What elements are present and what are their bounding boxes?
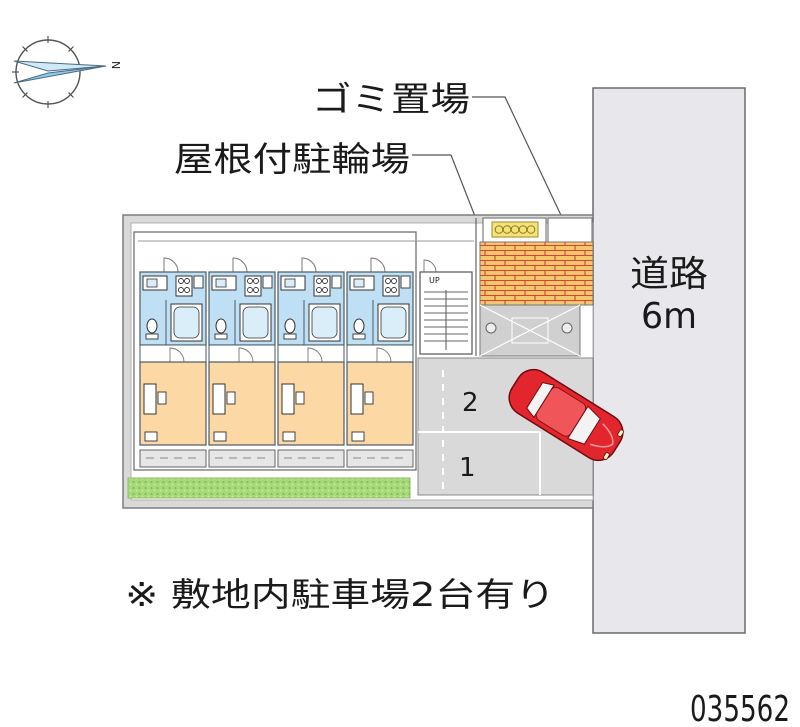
stairs-up-label: UP [429, 276, 440, 285]
room-door-swing [307, 347, 323, 363]
chair [157, 391, 167, 405]
unit-room [346, 361, 414, 446]
bathtub-basin [311, 306, 338, 339]
parking-note: ※ 敷地内駐車場2台有り [125, 575, 555, 614]
storage-box [213, 431, 227, 442]
parking-space-number: 1 [459, 453, 476, 483]
entry-door-swing [370, 257, 386, 273]
room-door-swing [169, 347, 185, 363]
balcony [208, 449, 276, 468]
storage-box [351, 431, 365, 442]
entry-door-swing [232, 257, 248, 273]
bicycle-parking-label: 屋根付駐輪場 [174, 140, 410, 180]
compass-ticks [12, 36, 74, 108]
car-headlight [602, 452, 610, 460]
bike-rack [491, 221, 539, 238]
bicycle-parking-area [479, 241, 594, 306]
toilet-tank [145, 333, 159, 340]
bike-rack-slots [494, 225, 536, 234]
building-outline [133, 231, 417, 471]
desk [350, 383, 364, 415]
washer-space [262, 275, 273, 289]
chair [226, 391, 236, 405]
toilet [284, 318, 296, 334]
unit-step-strip [208, 344, 276, 363]
road [592, 87, 746, 634]
kitchen-sink [215, 278, 227, 288]
desk [143, 383, 157, 415]
stove [244, 275, 262, 297]
entrance-canopy [479, 304, 581, 357]
desk [281, 383, 295, 415]
entry-door-swing [301, 257, 317, 273]
toilet-tank [352, 333, 366, 340]
canopy-post-left [485, 322, 497, 334]
canopy-center [511, 317, 549, 344]
stove [313, 275, 331, 297]
toilet [353, 318, 365, 334]
toilet-tank [214, 333, 228, 340]
bathtub-basin [173, 306, 200, 339]
kitchen-sink [353, 278, 365, 288]
storage-box [144, 431, 158, 442]
car-windshield [567, 405, 601, 445]
apartment-unit [346, 257, 414, 468]
desk [212, 383, 226, 415]
toilet-tank [283, 333, 297, 340]
stove-burners [247, 278, 259, 293]
balcony [277, 449, 345, 468]
washer-space [400, 275, 411, 289]
property-id: 035562 [690, 689, 790, 727]
stove [175, 275, 193, 297]
balcony [346, 449, 414, 468]
stove-burners [385, 278, 397, 293]
balcony [139, 449, 207, 468]
bathtub-basin [380, 306, 407, 339]
compass: N [12, 36, 122, 108]
apartment-unit [139, 257, 207, 468]
stove [382, 275, 400, 297]
compass-north-label: N [109, 61, 122, 69]
compass-arrow-lower [13, 65, 107, 84]
stove-burners [316, 278, 328, 293]
chair [364, 391, 374, 405]
kitchen-sink [146, 278, 158, 288]
canopy-post-right [561, 322, 573, 334]
car-illustration [508, 368, 625, 462]
chair [295, 391, 305, 405]
stove-burners [178, 278, 190, 293]
entry-door-swing [163, 257, 179, 273]
storage-box [282, 431, 296, 442]
room-door-swing [238, 347, 254, 363]
garbage-area-label: ゴミ置場 [312, 80, 470, 120]
room-door-swing [376, 347, 392, 363]
hedge [127, 477, 411, 499]
bathtub-basin [242, 306, 269, 339]
car-hood-highlight [589, 423, 614, 448]
canopy-cross-lines [479, 304, 581, 357]
unit-step-strip [277, 344, 345, 363]
parking-space-number: 2 [462, 388, 479, 418]
apartment-unit [208, 257, 276, 468]
apartment-unit [277, 257, 345, 468]
compass-arrow-upper [13, 60, 107, 72]
road-label: 道路 [630, 254, 708, 295]
garbage-area-leader-line [472, 96, 569, 231]
car-rear-window [526, 382, 555, 419]
unit-step-strip [139, 344, 207, 363]
kitchen-sink [284, 278, 296, 288]
washer-space [193, 275, 204, 289]
garbage-area-box [547, 217, 593, 243]
washer-space [331, 275, 342, 289]
toilet [215, 318, 227, 334]
stair-treads [424, 291, 468, 342]
staircase: UP [419, 259, 473, 355]
road-width-label: 6m [641, 296, 697, 337]
car-headlight [617, 429, 625, 438]
unit-step-strip [346, 344, 414, 363]
stair-door-swing [423, 259, 437, 273]
toilet [146, 318, 158, 334]
